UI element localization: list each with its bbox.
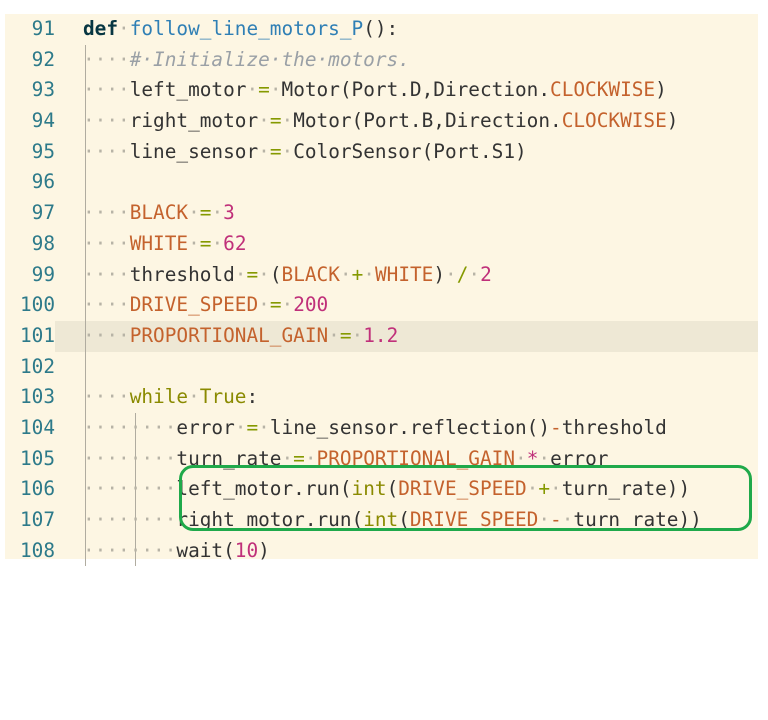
indent-guide — [135, 412, 136, 444]
code-line-95[interactable]: 95 ····line_sensor·=·ColorSensor(Port.S1… — [5, 136, 758, 168]
code-line-94[interactable]: 94 ····right_motor·=·Motor(Port.B,Direct… — [5, 106, 758, 137]
comment: #·Initialize·the·motors. — [129, 47, 410, 71]
indent-guide — [135, 474, 136, 505]
indent-guide — [85, 259, 86, 291]
line-number: 95 — [31, 139, 55, 163]
indent-guide — [135, 443, 136, 475]
code-line-96[interactable]: 96 — [5, 167, 758, 199]
function-name: follow_line_motors_P — [129, 17, 364, 40]
code-line-105[interactable]: 105 ········turn_rate·=·PROPORTIONAL_GAI… — [5, 443, 758, 475]
indent-guide — [85, 412, 86, 444]
indent-guide — [85, 351, 86, 383]
line-number: 91 — [31, 17, 55, 40]
line-number: 101 — [5, 320, 55, 352]
indent-guide — [85, 106, 86, 137]
line-number: 105 — [19, 446, 55, 470]
indent-guide — [135, 505, 136, 536]
line-number: 97 — [31, 201, 55, 225]
code-line-97[interactable]: 97 ····BLACK·=·3 — [5, 198, 758, 229]
indent-guide — [85, 167, 86, 199]
code-line-102[interactable]: 102 — [5, 351, 758, 383]
line-number: 100 — [19, 293, 55, 317]
line-number: 108 — [19, 538, 55, 562]
line-number: 94 — [31, 109, 55, 133]
line-number: 96 — [31, 170, 55, 194]
code-line-101-current[interactable]: 101 ····PROPORTIONAL_GAIN·=·1.2 — [5, 320, 758, 352]
code-line-104[interactable]: 104 ········error·=·line_sensor.reflecti… — [5, 412, 758, 444]
indent-guide — [85, 290, 86, 321]
code-editor[interactable]: 91 def·follow_line_motors_P(): 92 ····#·… — [5, 14, 758, 567]
keyword-def: def — [83, 17, 119, 40]
line-number: 104 — [19, 415, 55, 439]
code-line-108[interactable]: 108 ········wait(10) — [5, 535, 758, 567]
code-line-100[interactable]: 100 ····DRIVE_SPEED·=·200 — [5, 290, 758, 321]
line-number: 92 — [31, 47, 55, 71]
code-line-107[interactable]: 107 ········right_motor.run(int(DRIVE_SP… — [5, 505, 758, 536]
indent-guide — [85, 382, 86, 413]
indent-guide — [85, 505, 86, 536]
line-number: 98 — [31, 231, 55, 255]
line-number: 102 — [19, 354, 55, 378]
line-number: 106 — [19, 477, 55, 501]
indent-guide — [85, 75, 86, 107]
code-line-99[interactable]: 99 ····threshold·=·(BLACK·+·WHITE)·/·2 — [5, 259, 758, 291]
code-line-93[interactable]: 93 ····left_motor·=·Motor(Port.D,Directi… — [5, 75, 758, 107]
code-line-91[interactable]: 91 def·follow_line_motors_P(): — [5, 14, 758, 45]
code-line-103[interactable]: 103 ····while·True: — [5, 382, 758, 413]
line-number: 107 — [19, 508, 55, 531]
line-number: 99 — [31, 262, 55, 286]
indent-guide — [85, 474, 86, 505]
line-number: 93 — [31, 78, 55, 102]
keyword-while: while — [129, 385, 189, 409]
indent-guide — [85, 228, 86, 260]
indent-guide — [85, 320, 86, 352]
indent-guide — [85, 198, 86, 229]
indent-guide — [85, 443, 86, 475]
code-line-92[interactable]: 92 ····#·Initialize·the·motors. — [5, 44, 758, 76]
indent-guide — [85, 44, 86, 76]
indent-guide — [85, 535, 86, 567]
indent-guide — [85, 136, 86, 168]
code-line-106[interactable]: 106 ········left_motor.run(int(DRIVE_SPE… — [5, 474, 758, 505]
indent-guide — [135, 535, 136, 567]
line-number: 103 — [19, 385, 55, 409]
code-line-98[interactable]: 98 ····WHITE·=·62 — [5, 228, 758, 260]
